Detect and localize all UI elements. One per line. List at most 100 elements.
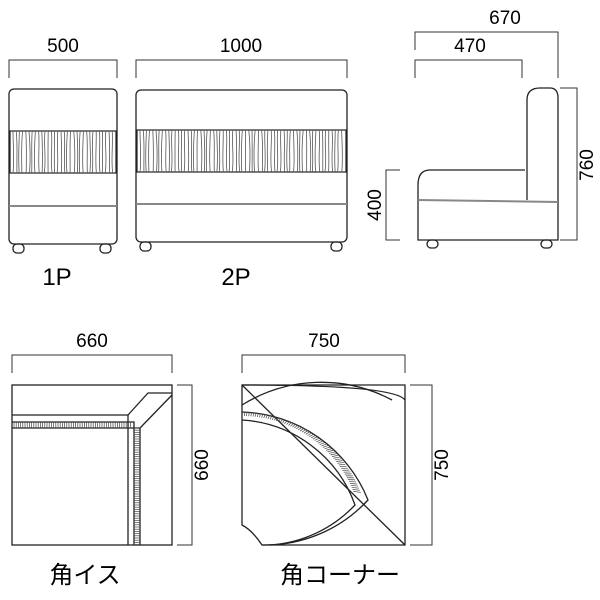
wave-texture-line bbox=[235, 129, 237, 173]
wave-texture-line bbox=[155, 129, 158, 173]
wave-texture-line bbox=[205, 129, 208, 173]
sofa-2p-body bbox=[135, 89, 348, 243]
view-corner-piece: 750 750 角コーナー bbox=[241, 331, 453, 589]
wave-texture-line bbox=[253, 129, 256, 173]
wave-texture-line bbox=[108, 130, 110, 174]
dimension-corner-chair-width: 660 bbox=[76, 331, 108, 352]
wave-texture-line bbox=[78, 130, 81, 174]
wave-texture-line bbox=[193, 129, 195, 173]
dimension-line-1p-width bbox=[8, 59, 118, 78]
wave-texture-line bbox=[289, 129, 291, 173]
wave-texture-line bbox=[324, 129, 327, 173]
wave-texture-line bbox=[98, 130, 101, 174]
leg bbox=[330, 241, 343, 252]
corner-piece-outline bbox=[241, 384, 406, 546]
wave-texture-line bbox=[95, 130, 97, 174]
view-2p: 1000 2P bbox=[135, 36, 348, 291]
wave-texture-line bbox=[12, 130, 15, 174]
wave-texture-line bbox=[18, 130, 20, 174]
wave-texture-line bbox=[231, 129, 234, 173]
wave-texture-line bbox=[89, 130, 91, 174]
wave-texture-line bbox=[148, 129, 150, 173]
wave-texture-line bbox=[28, 130, 31, 174]
wave-texture-line bbox=[152, 129, 154, 173]
dimension-1p-width: 500 bbox=[47, 36, 79, 57]
wave-texture-line bbox=[222, 129, 224, 173]
wave-texture-line bbox=[314, 129, 317, 173]
wave-texture-line bbox=[216, 129, 218, 173]
wave-texture-line bbox=[165, 129, 167, 173]
wave-texture-line bbox=[73, 130, 76, 174]
wave-texture-line bbox=[25, 130, 27, 174]
label-corner-piece: 角コーナー bbox=[280, 562, 400, 589]
wave-texture-line bbox=[276, 129, 279, 173]
wave-texture-line bbox=[286, 129, 288, 173]
wave-texture-line bbox=[218, 129, 221, 173]
wave-texture-line bbox=[43, 130, 46, 174]
label-2p: 2P bbox=[221, 264, 250, 291]
sofa-1p-body bbox=[8, 88, 118, 245]
wave-texture-line bbox=[196, 129, 198, 173]
wave-texture-line bbox=[168, 129, 170, 173]
wave-texture-line bbox=[31, 130, 33, 174]
leg bbox=[139, 241, 152, 252]
wave-texture-line bbox=[337, 129, 339, 173]
wave-texture-line bbox=[293, 129, 295, 173]
sofa-1p-backrest-band bbox=[9, 130, 117, 174]
dimension-2p-width: 1000 bbox=[220, 36, 262, 57]
wave-texture-line bbox=[225, 129, 228, 173]
wave-texture-line bbox=[50, 130, 53, 174]
wave-texture-line bbox=[104, 130, 107, 174]
corner-chair-outline bbox=[11, 384, 173, 546]
dimension-side-height: 760 bbox=[577, 149, 598, 181]
wave-texture-line bbox=[60, 130, 63, 174]
wave-texture-line bbox=[274, 129, 276, 173]
dimension-side-depth-total: 670 bbox=[489, 8, 521, 29]
wave-texture-line bbox=[15, 130, 18, 174]
wave-texture-line bbox=[279, 129, 282, 173]
wave-texture-line bbox=[21, 130, 23, 174]
dimension-corner-piece-width: 750 bbox=[308, 331, 340, 352]
view-1p: 500 1P bbox=[8, 36, 118, 291]
view-side: 670 470 760 400 bbox=[365, 8, 598, 249]
view-corner-chair: 660 660 角イス bbox=[11, 331, 213, 589]
leg bbox=[99, 243, 112, 254]
wave-texture-line bbox=[341, 129, 343, 173]
wave-texture-line bbox=[209, 129, 211, 173]
wave-texture-line bbox=[111, 130, 114, 174]
wave-texture-line bbox=[76, 130, 79, 174]
label-1p: 1P bbox=[42, 264, 71, 291]
wave-texture-line bbox=[241, 129, 243, 173]
wave-texture-line bbox=[142, 129, 145, 173]
wave-texture-line bbox=[91, 130, 94, 174]
wave-texture-line bbox=[56, 130, 59, 174]
wave-texture-line bbox=[139, 129, 142, 173]
wave-texture-line bbox=[82, 130, 84, 174]
sofa-side-profile bbox=[417, 87, 559, 241]
wave-texture-line bbox=[187, 129, 190, 173]
dimension-side-seat-height: 400 bbox=[365, 189, 386, 221]
wave-texture-line bbox=[213, 129, 215, 173]
wave-texture-line bbox=[170, 129, 173, 173]
wave-texture-line bbox=[86, 130, 88, 174]
wave-texture-line bbox=[190, 129, 193, 173]
leg bbox=[12, 243, 25, 254]
wave-texture-line bbox=[266, 129, 269, 173]
dimension-corner-chair-depth: 660 bbox=[192, 449, 213, 481]
wave-texture-line bbox=[66, 130, 68, 174]
wave-texture-line bbox=[331, 129, 334, 173]
wave-texture-line bbox=[161, 129, 163, 173]
wave-texture-line bbox=[177, 129, 180, 173]
wave-texture-line bbox=[238, 129, 241, 173]
wave-texture-line bbox=[261, 129, 264, 173]
wave-texture-line bbox=[203, 129, 206, 173]
wave-texture-line bbox=[248, 129, 251, 173]
wave-texture-line bbox=[264, 129, 266, 173]
wave-texture-line bbox=[38, 130, 40, 174]
wave-texture-line bbox=[158, 129, 160, 173]
wave-texture-line bbox=[34, 130, 36, 174]
wave-texture-line bbox=[69, 130, 71, 174]
label-corner-chair: 角イス bbox=[49, 562, 120, 589]
dimension-corner-piece-depth: 750 bbox=[432, 449, 453, 481]
